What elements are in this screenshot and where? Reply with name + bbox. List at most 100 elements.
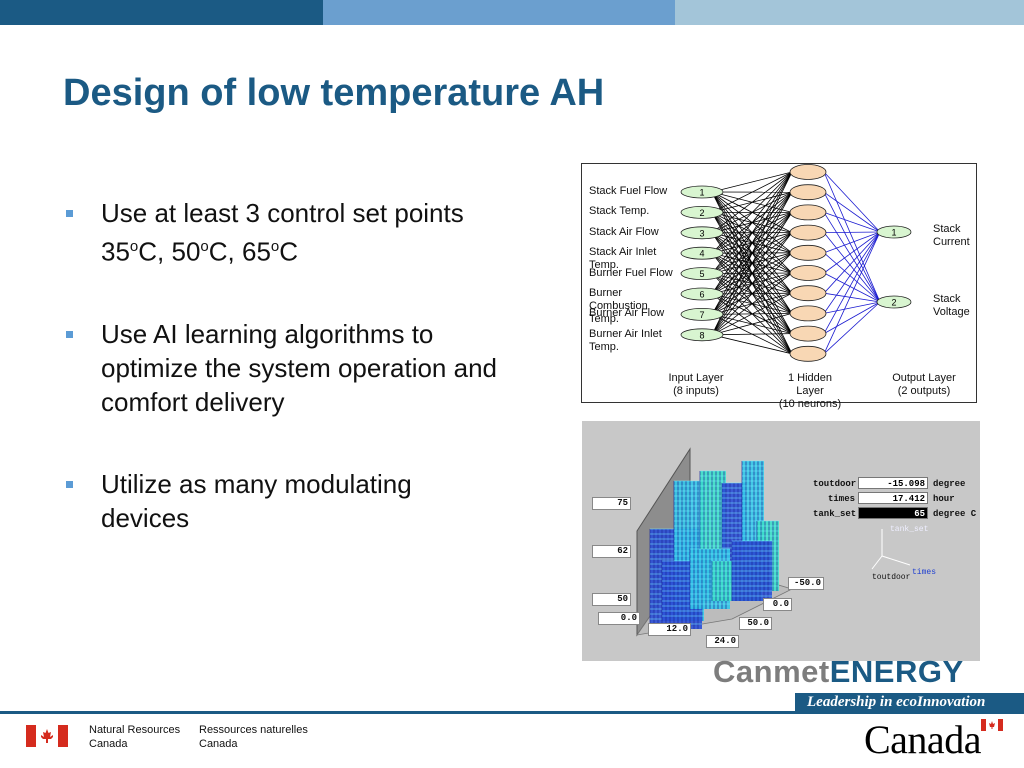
top-bar-light (675, 0, 1024, 25)
input-hidden-edge (711, 171, 793, 234)
canada-flag-icon (26, 725, 68, 747)
z-tick-62: 62 (592, 545, 631, 558)
hidden-output-edge (823, 231, 881, 233)
hidden-output-edge (823, 232, 881, 303)
hidden-output-edge (823, 231, 881, 334)
input-label: Stack Temp. (589, 205, 650, 218)
bullet-item-setpoints: Use at least 3 control set points 35oC, … (62, 196, 502, 269)
hidden-node (789, 204, 827, 221)
hidden-node (789, 244, 827, 261)
hidden-output-edge (823, 212, 881, 303)
input-node (680, 226, 724, 240)
footer-divider (0, 711, 1024, 714)
hidden-node (789, 265, 827, 281)
hidden-output-edge (823, 231, 881, 254)
slide-title: Design of low temperature AH (63, 72, 605, 114)
input-label: Burner Air Flow (589, 307, 665, 320)
output-node (876, 225, 912, 239)
wordmark-flag-icon (981, 719, 1003, 731)
input-node (680, 328, 724, 342)
surface-block (731, 540, 772, 601)
network-edges (711, 171, 881, 355)
input-node (680, 246, 724, 260)
input-hidden-edge (711, 232, 793, 336)
input-hidden-edge (711, 212, 793, 336)
parameter-panel: toutdoor -15.098 degree times 17.412 hou… (811, 477, 977, 522)
bullet-item-ai: Use AI learning algorithms to optimize t… (62, 317, 502, 419)
hidden-node (789, 164, 827, 180)
input-node (680, 287, 724, 301)
output-label: Stack Current (933, 223, 970, 248)
output-node-number: 2 (891, 298, 896, 308)
input-hidden-edge (711, 171, 793, 213)
hidden-output-edge (823, 191, 881, 233)
z-tick-0: 0.0 (598, 612, 640, 625)
y-tick-50: 50.0 (739, 617, 772, 630)
bullet-square-icon (66, 480, 73, 488)
axis-label-up: tank_set (890, 525, 928, 534)
hidden-output-edge (823, 292, 881, 303)
y-tick-0: 0.0 (763, 598, 792, 611)
input-node (680, 307, 724, 321)
input-hidden-edge (711, 171, 793, 295)
bullet-square-icon (66, 330, 73, 338)
input-node (680, 267, 724, 280)
bullet-square-icon (66, 210, 73, 217)
y-tick-neg50: -50.0 (788, 577, 824, 590)
x-tick-24: 24.0 (706, 635, 739, 648)
hidden-node (789, 325, 827, 342)
input-hidden-edge (711, 171, 793, 335)
hidden-node (789, 345, 827, 362)
toutdoor-value[interactable]: -15.098 (858, 477, 928, 489)
output-node (876, 295, 912, 309)
hidden-output-edge (823, 301, 881, 314)
input-node-number: 7 (699, 310, 704, 320)
hidden-node (789, 184, 827, 201)
input-label: Stack Air Inlet Temp. (589, 246, 657, 272)
top-bar-dark (0, 0, 323, 25)
hidden-output-edge (823, 231, 881, 354)
input-layer-caption: Input Layer(8 inputs) (668, 372, 724, 397)
input-node (680, 185, 724, 199)
input-label: Burner Air Inlet Temp. (589, 327, 662, 353)
z-tick-50: 50 (592, 593, 631, 606)
times-value[interactable]: 17.412 (858, 492, 928, 504)
tagline-bar: Leadership in ecoInnovation (795, 693, 1024, 712)
input-hidden-edge (711, 171, 793, 315)
output-label: Stack Voltage (933, 293, 970, 318)
input-node-number: 1 (699, 188, 704, 198)
input-hidden-edge (711, 171, 793, 254)
input-hidden-edge (711, 192, 793, 335)
input-node-number: 5 (699, 269, 704, 279)
canmet-energy-logo: CanmetENERGY (713, 654, 964, 689)
top-bar-mid (323, 0, 675, 25)
tank-set-value[interactable]: 65 (858, 507, 928, 519)
input-label: Burner Combustion Temp. (589, 287, 648, 325)
axis-left-line (871, 555, 883, 570)
input-hidden-edge (711, 313, 793, 336)
hidden-output-edge (823, 171, 881, 303)
department-name-fr: Ressources naturelles Canada (199, 724, 308, 750)
hidden-output-edge (823, 252, 881, 303)
param-row-times: times 17.412 hour (828, 492, 955, 504)
hidden-output-edge (823, 272, 881, 303)
canada-wordmark: Canada (864, 717, 981, 762)
input-hidden-edge (711, 171, 793, 193)
bullet-item-devices: Utilize as many modulating devices (62, 467, 502, 535)
hidden-output-edge (823, 301, 881, 355)
output-layer-caption: Output Layer(2 outputs) (892, 372, 956, 397)
hidden-output-edge (823, 231, 881, 294)
hidden-output-edge (823, 192, 881, 303)
hidden-output-edge (823, 231, 881, 274)
input-hidden-edge (711, 292, 793, 336)
input-hidden-edge (711, 171, 793, 274)
input-label: Stack Fuel Flow (589, 185, 668, 197)
input-label: Stack Air Flow (589, 225, 659, 238)
input-node (680, 206, 724, 219)
